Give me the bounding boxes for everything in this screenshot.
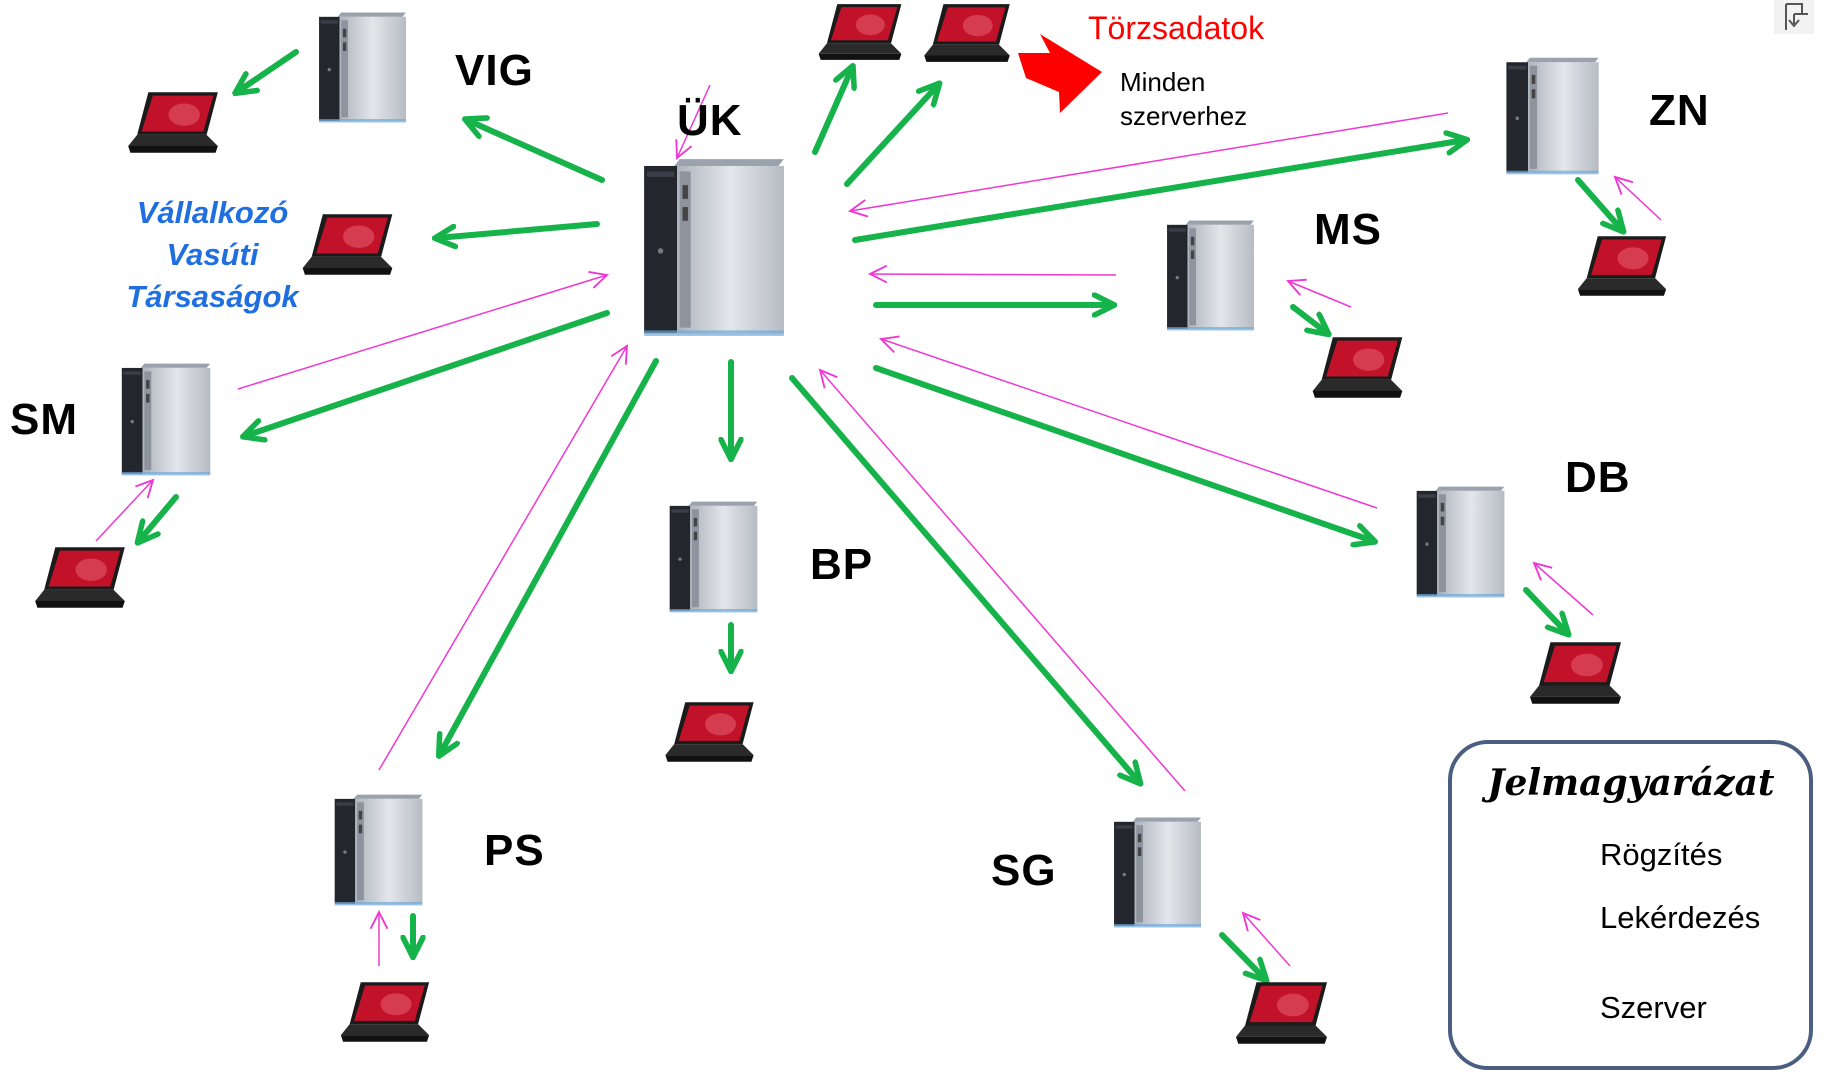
- record-arrow-zn-to-uk: [847, 112, 1449, 218]
- server-icon-sg: [1114, 817, 1201, 928]
- node-label-bp: BP: [810, 540, 874, 589]
- laptop-icon-ms: [1312, 337, 1403, 398]
- master-data-arrow: [1018, 34, 1102, 113]
- record-arrow-ms-to-uk: [867, 264, 1117, 284]
- query-arrow-uk-to-partners: [437, 221, 600, 238]
- laptop-icon-ps: [340, 982, 430, 1042]
- server-icon-vig: [319, 12, 406, 123]
- record-arrow-db-to-uk: [878, 335, 1378, 509]
- node-label-sm: SM: [10, 395, 78, 444]
- master-data-note: Minden szerverhez: [1120, 65, 1247, 133]
- record-arrow-sm-local: [95, 478, 155, 542]
- query-arrow-db-local: [1523, 587, 1567, 633]
- laptop-icon-bp: [665, 702, 754, 762]
- query-arrow-uk-to-zn: [852, 140, 1465, 243]
- node-label-uk: ÜK: [677, 96, 743, 145]
- partner-line-1: Vállalkozó: [136, 195, 289, 230]
- corner-menu-icon[interactable]: [1774, 0, 1814, 34]
- query-arrow-uk-to-laptop1: [812, 68, 852, 155]
- node-label-ps: PS: [484, 826, 545, 875]
- laptop-icon-uk-1: [818, 4, 902, 60]
- partner-line-3: Társaságok: [126, 279, 299, 314]
- record-arrow-ms-local: [1286, 278, 1352, 308]
- laptop-icon-db: [1529, 642, 1622, 704]
- laptop-icon-sg: [1235, 982, 1328, 1044]
- laptop-icon-uk-2: [924, 4, 1010, 62]
- server-icon-zn: [1506, 57, 1599, 175]
- server-icon-ps: [334, 794, 423, 906]
- node-label-vig: VIG: [455, 46, 534, 95]
- server-icon-ms: [1167, 220, 1254, 331]
- server-icon-sm: [121, 363, 211, 476]
- query-arrow-vig-local: [237, 49, 299, 92]
- record-arrow-db-local: [1532, 561, 1594, 616]
- master-data-note-line-2: szerverhez: [1120, 101, 1248, 131]
- server-icon-db: [1416, 486, 1505, 598]
- master-data-note-line-1: Minden: [1120, 67, 1206, 97]
- node-label-zn: ZN: [1649, 86, 1710, 135]
- laptop-icon-zn: [1577, 236, 1667, 296]
- record-arrow-laptop-to-uk: [675, 84, 711, 160]
- legend-label-query: Lekérdezés: [1600, 900, 1761, 935]
- node-label-sg: SG: [991, 846, 1057, 895]
- query-arrow-sg-local: [1219, 932, 1265, 979]
- query-arrow-uk-to-ps: [440, 358, 659, 754]
- query-arrows: [139, 49, 1622, 979]
- query-arrow-uk-to-sm: [245, 310, 610, 436]
- master-data-title: Törzsadatok: [1088, 10, 1265, 46]
- server-icon-uk: [644, 159, 784, 336]
- record-arrow-sm-to-uk: [237, 271, 610, 390]
- laptop-icon-sm: [35, 547, 125, 608]
- record-arrow-ps-to-uk: [378, 344, 629, 771]
- query-arrow-uk-to-laptop2: [844, 85, 938, 187]
- query-arrow-ms-local: [1290, 304, 1327, 333]
- legend-label-record: Rögzítés: [1600, 837, 1723, 872]
- node-label-ms: MS: [1314, 205, 1382, 254]
- partner-line-2: Vasúti: [166, 237, 259, 272]
- query-arrow-uk-to-db: [873, 365, 1373, 541]
- legend-title: Jelmagyarázat: [1487, 762, 1775, 804]
- server-icon-bp: [669, 501, 758, 613]
- query-arrow-sm-local: [139, 494, 179, 541]
- record-arrow-sg-local: [1241, 911, 1291, 967]
- legend-label-server: Szerver: [1600, 990, 1707, 1025]
- query-arrow-zn-local: [1575, 177, 1622, 230]
- legend-box: [1448, 740, 1813, 1070]
- record-arrows: [95, 84, 1662, 967]
- record-arrow-sg-to-uk: [818, 368, 1186, 792]
- query-arrow-uk-to-sg: [789, 375, 1139, 782]
- partner-companies-label: Vállalkozó Vasúti Társaságok: [100, 192, 325, 318]
- laptop-icon-vig: [128, 92, 218, 153]
- record-arrow-zn-local: [1613, 175, 1662, 221]
- node-label-db: DB: [1565, 453, 1631, 502]
- query-arrow-uk-to-vig: [467, 120, 605, 183]
